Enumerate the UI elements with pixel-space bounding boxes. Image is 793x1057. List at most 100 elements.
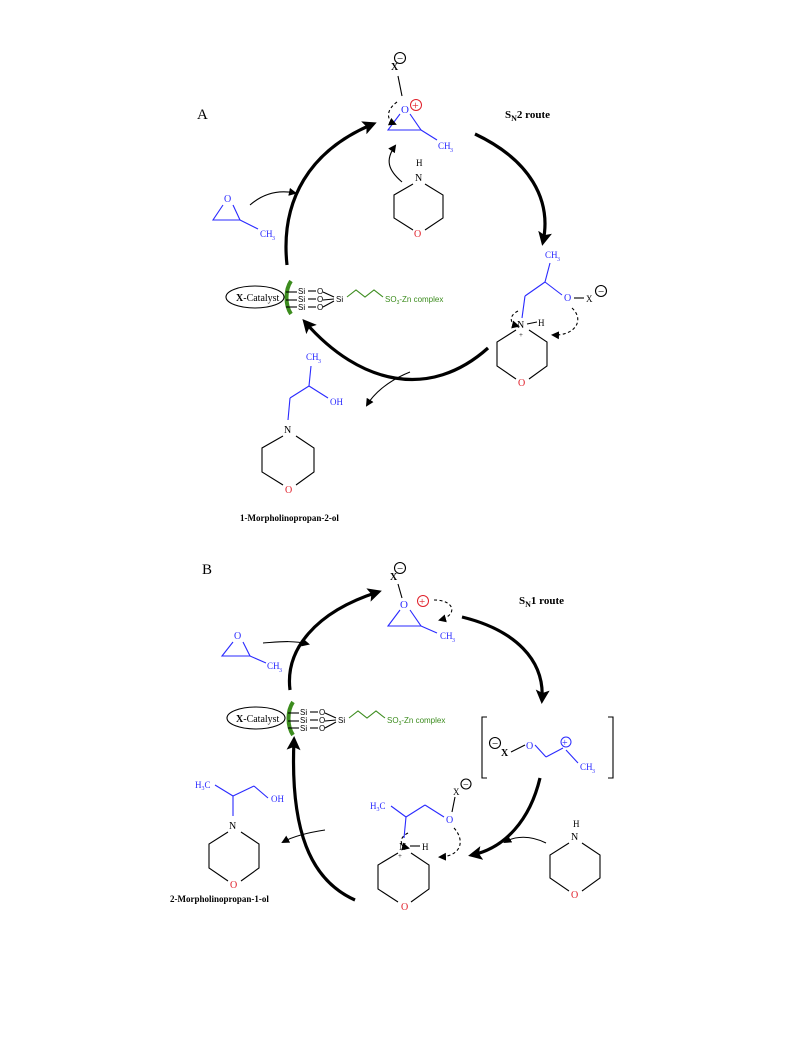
svg-text:O: O: [401, 902, 408, 913]
svg-text:CH: CH: [267, 661, 280, 671]
svg-text:3: 3: [452, 638, 455, 644]
svg-text:O: O: [401, 104, 409, 116]
svg-text:H: H: [422, 842, 429, 852]
svg-text:O: O: [526, 741, 533, 752]
svg-text:3: 3: [557, 257, 560, 263]
cycle-arc-b-right: [468, 777, 542, 860]
cycle-arc-b-top-right: [461, 615, 550, 704]
svg-text:−: −: [397, 563, 403, 575]
svg-text:Si: Si: [298, 295, 305, 304]
svg-text:O: O: [317, 303, 323, 312]
product-a-name: 1-Morpholinopropan-2-ol: [240, 513, 339, 523]
panel-a-route-label: SN2 route: [505, 109, 550, 123]
svg-text:3: 3: [279, 668, 282, 674]
carbocation-intermediate-b: − X O + CH 3: [481, 716, 614, 779]
svg-text:CH: CH: [545, 250, 558, 260]
propylene-oxide-b: O CH 3: [220, 631, 310, 674]
svg-text:+: +: [562, 738, 568, 749]
cycle-arc-a-top-left: [284, 121, 377, 266]
morpholine-a-top: H N O: [388, 144, 444, 240]
svg-text:SO3-Zn complex: SO3-Zn complex: [385, 295, 443, 306]
svg-text:O: O: [224, 194, 231, 205]
svg-text:O: O: [564, 293, 571, 304]
svg-text:OH: OH: [330, 397, 343, 407]
svg-text:O: O: [414, 229, 421, 240]
svg-text:H: H: [573, 819, 580, 829]
svg-text:H: H: [538, 318, 545, 328]
svg-text:N: N: [284, 425, 291, 436]
cycle-arc-a-top-right: [474, 132, 552, 246]
svg-text:3: 3: [318, 359, 321, 365]
svg-text:CH: CH: [260, 229, 273, 239]
svg-text:3: 3: [450, 148, 453, 154]
svg-text:O: O: [518, 378, 525, 389]
svg-text:3: 3: [592, 769, 595, 775]
svg-text:N: N: [571, 832, 578, 843]
svg-text:Si: Si: [298, 303, 305, 312]
product-b-name: 2-Morpholinopropan-1-ol: [170, 894, 269, 904]
svg-text:CH: CH: [438, 141, 451, 151]
svg-text:Si: Si: [338, 716, 345, 725]
ring-opened-intermediate-a: CH 3 O X − N + H O: [496, 250, 608, 389]
cycle-arc-b-top-left: [287, 588, 382, 691]
cycle-arc-b-bottom-left: [286, 736, 356, 902]
panel-a: A SN2 route X − O + CH 3 H N O: [197, 51, 608, 523]
svg-text:O: O: [285, 485, 292, 496]
svg-text:CH: CH: [306, 352, 319, 362]
svg-text:Si: Si: [300, 708, 307, 717]
svg-text:+: +: [398, 852, 402, 860]
svg-text:3: 3: [272, 236, 275, 242]
svg-text:N: N: [517, 320, 524, 331]
panel-a-letter: A: [197, 107, 208, 123]
product-a: CH 3 OH N O 1-Morpholinopropan-2-ol: [240, 352, 411, 523]
svg-text:O: O: [317, 287, 323, 296]
svg-text:O: O: [234, 631, 241, 642]
svg-text:O: O: [446, 815, 453, 826]
product-b: H3C OH N O 2-Morpholinopropan-1-ol: [170, 780, 326, 904]
svg-text:H3C: H3C: [195, 780, 211, 792]
svg-text:O: O: [319, 716, 325, 725]
catalyst-b: X-Catalyst Si Si Si O O O Si SO3-Zn comp…: [226, 700, 445, 737]
svg-text:O: O: [319, 708, 325, 717]
svg-text:−: −: [463, 780, 469, 791]
svg-text:OH: OH: [271, 794, 284, 804]
svg-text:SO3-Zn complex: SO3-Zn complex: [387, 716, 445, 727]
svg-text:O: O: [319, 724, 325, 733]
svg-text:X-Catalyst: X-Catalyst: [236, 293, 280, 304]
svg-text:CH: CH: [580, 762, 593, 772]
svg-text:X-Catalyst: X-Catalyst: [236, 714, 280, 725]
svg-text:+: +: [419, 596, 425, 608]
svg-text:H: H: [416, 158, 423, 168]
protonated-epoxide-b: X − O + CH 3: [386, 561, 455, 644]
panel-b: B SN1 route X − O + CH 3 O CH 3: [170, 561, 614, 913]
svg-text:CH: CH: [440, 631, 453, 641]
svg-text:+: +: [519, 331, 523, 339]
svg-text:−: −: [397, 53, 403, 65]
panel-b-letter: B: [202, 562, 212, 578]
svg-text:Si: Si: [336, 295, 343, 304]
svg-text:Si: Si: [300, 716, 307, 725]
panel-b-route-label: SN1 route: [519, 595, 564, 609]
protonated-epoxide-a: X − O + CH 3: [386, 51, 453, 154]
svg-text:O: O: [230, 880, 237, 891]
svg-text:X: X: [453, 787, 460, 797]
svg-text:O: O: [571, 890, 578, 901]
svg-text:N: N: [229, 821, 236, 832]
svg-text:X: X: [586, 294, 593, 304]
svg-text:−: −: [598, 286, 604, 298]
svg-text:X: X: [501, 748, 509, 759]
svg-text:O: O: [317, 295, 323, 304]
svg-text:−: −: [492, 738, 498, 750]
svg-text:Si: Si: [298, 287, 305, 296]
cycle-arc-a-bottom: [302, 318, 490, 381]
svg-text:H3C: H3C: [370, 801, 386, 813]
svg-text:Si: Si: [300, 724, 307, 733]
catalyst-a: X-Catalyst Si Si Si O O O Si SO3-Zn comp…: [225, 279, 443, 316]
svg-text:N: N: [415, 173, 422, 184]
svg-text:O: O: [400, 599, 408, 611]
svg-text:X: X: [391, 62, 399, 73]
ammonium-intermediate-b: H3C O X − N + H O: [370, 778, 472, 913]
morpholine-b-right: H N O: [503, 819, 601, 901]
propylene-oxide-a: O CH 3: [211, 187, 297, 242]
